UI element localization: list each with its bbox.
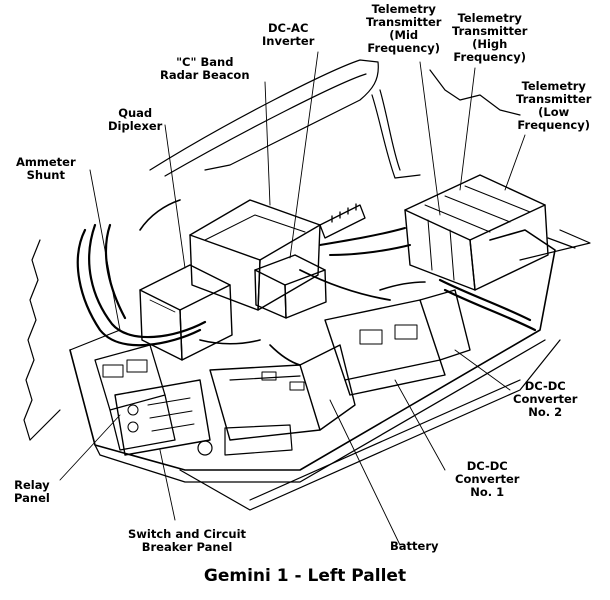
wiring-harness [76,199,537,366]
leader-lines [59,51,526,546]
right-edge-outline [429,69,521,116]
battery-unit [209,344,356,441]
relay-panel-unit [94,344,176,451]
dc-dc-converters-unit [324,289,471,396]
pallet-base [69,229,556,483]
switch-breaker-panel-unit [114,379,293,456]
dc-ac-inverter-unit [254,254,327,319]
label-battery: Battery [390,539,439,553]
mounting-structure [29,59,591,511]
telemetry-transmitters-unit [404,174,549,291]
diagram-title: Gemini 1 - Left Pallet [203,566,407,586]
quad-diplexer-unit [139,264,233,361]
terminal-strip [319,203,366,239]
left-edge-outline [23,239,41,441]
